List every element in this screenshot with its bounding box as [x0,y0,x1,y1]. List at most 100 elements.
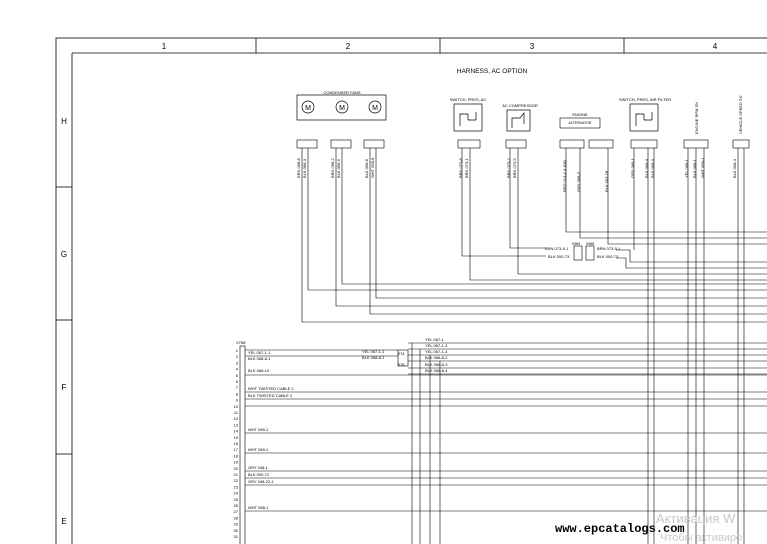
wire-label: BLK 068-4 [302,158,307,178]
column-label-4: 4 [713,42,718,51]
ac-compressor-label: AC COMPRESSOR [502,103,538,108]
wire-label: BLK TWISTED CABLE 2 [248,393,293,398]
connector-pin-number: 8 [236,391,239,396]
pressure-switch-icon [459,112,477,126]
splice-id: X969 [572,242,580,246]
wire-label: GRY 068-3 [576,171,581,192]
row-label-g: G [61,250,67,259]
connector-pin-number: 4 [236,367,239,372]
wire-label: BLK 003-28 [604,170,609,192]
splice-label: BLK 000-73 [597,254,619,259]
engine-alternator: ENGINE ALTERNATOR [559,112,614,149]
junction-label: YEL 067-1-4 [425,349,448,354]
wire-label: YEL 068-1 [684,158,689,178]
connector-wire-labels: YEL 067-1-1 BLK 068-8-1 BLK 068-10 WHT T… [248,350,294,510]
wire-label: BLK 008-4 [732,158,737,178]
wire-label: WHT 089-1 [248,447,269,452]
connector-pin-number: 29 [234,522,239,527]
connector-pin-number: 17 [234,447,239,452]
engine-rpm-sensor: ENGINE RPM SN [683,102,709,149]
row-label-f: F [62,383,67,392]
column-label-1: 1 [162,42,167,51]
wire-label: RED 014-4 (LAM) [562,160,567,192]
outer-frame [55,37,767,544]
fan-motor-icon [368,100,382,114]
wire-label: BLK 068-8 [364,158,369,178]
connector-pin-number: 15 [234,435,239,440]
junction-label: YEL 067-1-3 [425,343,448,348]
connector-pin-number: 6 [236,379,239,384]
connector-pin-number: 16 [234,441,239,446]
fan-motor-icon [301,100,315,114]
connector-pin-number: 5 [236,373,239,378]
connector-pin-number: 19 [234,460,239,465]
row-label-h: H [61,117,67,126]
fan-motor-icon [335,100,349,114]
connector-pin-number: 1 [236,348,239,353]
connector-pin-number: 23 [234,484,239,489]
wire-label: GRY 048-22-1 [248,479,274,484]
watermark-line: Активация W [656,511,736,526]
connector-pin-number: 14 [234,429,239,434]
connector-pin-number: 27 [234,509,239,514]
condenser-fans-label: CONDENSER FANS [323,90,360,95]
engine-rpm-sn-label: ENGINE RPM SN [694,102,699,134]
junction-label: BLK 068-8-3 [425,362,448,367]
connector-pin-number: 20 [234,466,239,471]
alternator-label: ALTERNATOR [569,121,592,125]
wire-label: GRY 068-1 [630,157,635,178]
wire-label: BLK 068-3 [650,158,655,178]
wire-label: WHT TWISTED CABLE 2 [248,386,294,391]
connector-pin-number: 31 [234,534,239,539]
junction-label: YEL 067-1-1 [362,349,385,354]
wire-label: BRN 068-2 [330,157,335,178]
svg-text:M: M [305,105,311,112]
splice-label: BRN 073-9-1 [545,246,569,251]
wire-label: BLK 068-8-1 [248,356,271,361]
connector-x768: X768 12345678910111213141516171819202122… [234,340,246,544]
svg-text:M: M [372,105,378,112]
ac-compressor: AC COMPRESSOR [502,103,538,149]
condenser-fans: CONDENSER FANS M M M [296,90,387,149]
connector-pin-number: 28 [234,515,239,520]
connector-pin-number: 9 [236,398,239,403]
vertical-wire-labels: BRN 068-8 BLK 068-4 BRN 068-2 BLK 068-9 … [296,157,737,192]
wire-label: WHT 088-1 [248,505,269,510]
switch-pres-ac: SWITCH, PRES, AC [450,97,487,149]
connector-pin-number: 22 [234,478,239,483]
connector-pin-number: 10 [234,404,239,409]
splice-label: BLK 000-73 [548,254,570,259]
connector-pin-number: 21 [234,472,239,477]
connector-pin-number: 30 [234,528,239,533]
column-dividers [255,38,625,53]
connector-pin-number: 18 [234,453,239,458]
junction-label: BLK 068-8-4 [425,368,448,373]
connector-pin-number: 25 [234,497,239,502]
watermark-line: Чтобы активиро [660,532,742,544]
row-label-e: E [61,517,66,526]
wire-label: BRN 073-2 [506,157,511,178]
wires [245,148,767,544]
splice-label: BRN 073-9-1 [597,246,621,251]
wire-label: BLK 068-9 [336,158,341,178]
engine-label: ENGINE [572,112,588,117]
pressure-switch-icon [635,112,653,126]
splice-block: BRN 073-9-1 BLK 000-73 BRN 073-9-1 BLK 0… [545,242,621,261]
junction-id: S7A [398,352,405,356]
wire-label: BRN 073-9 [512,157,517,178]
switch-pres-air-filter: SWITCH, PRES, AIR FILTER [619,97,671,149]
wire-label: BRN 073-1 [464,157,469,178]
footer-url: www.epcatalogs.com [555,522,685,536]
wire-label: BRN 073-8 [458,157,463,178]
row-dividers [56,186,72,455]
junction-block: YEL 067-1-1 BLK 068-8-1 S7A S7B YEL 067-… [362,337,448,373]
diagram-title: HARNESS, AC OPTION [457,68,528,75]
wire-label: BLK 068-4 [644,158,649,178]
connector-pin-number: 26 [234,503,239,508]
switch-pres-ac-label: SWITCH, PRES, AC [450,97,487,102]
connector-pin-number: 24 [234,491,239,496]
junction-label: BLK 068-8-2 [425,355,448,360]
connector-id: X768 [236,340,246,345]
wire-label: BLK 068-1 [692,158,697,178]
